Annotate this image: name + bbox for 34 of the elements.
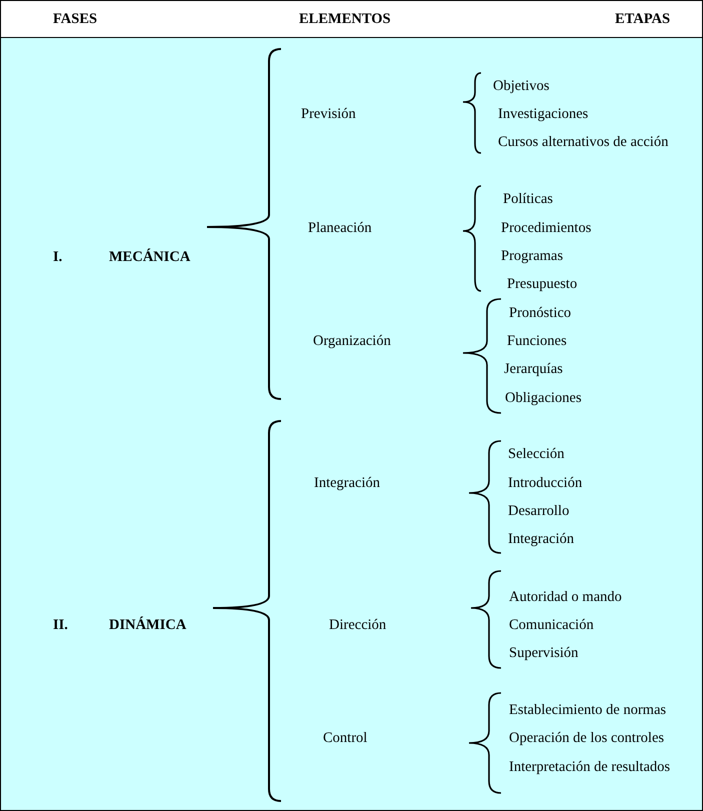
stage-item: Interpretación de resultados — [509, 758, 670, 776]
stage-item: Funciones — [507, 332, 567, 350]
phase-name: MECÁNICA — [109, 248, 190, 266]
stage-item: Selección — [508, 445, 564, 463]
stage-item: Comunicación — [509, 616, 594, 634]
element-name: Planeación — [308, 219, 372, 237]
stage-item: Integración — [508, 530, 574, 548]
stage-item: Investigaciones — [498, 105, 588, 123]
stage-item: Operación de los controles — [509, 729, 664, 747]
stage-item: Introducción — [508, 474, 582, 492]
element-name: Previsión — [301, 105, 356, 123]
column-header: FASES — [53, 10, 98, 28]
stage-item: Pronóstico — [509, 304, 572, 322]
column-header: ETAPAS — [615, 10, 670, 28]
stage-item: Objetivos — [493, 77, 550, 95]
element-name: Dirección — [329, 616, 386, 634]
stage-item: Jerarquías — [504, 360, 563, 378]
element-name: Control — [323, 729, 368, 747]
stage-item: Políticas — [503, 190, 553, 208]
element-name: Integración — [314, 474, 380, 492]
stage-item: Establecimiento de normas — [509, 701, 666, 719]
stage-item: Presupuesto — [507, 275, 578, 293]
stage-item: Cursos alternativos de acción — [498, 133, 668, 151]
phase-name: DINÁMICA — [109, 616, 186, 634]
stage-item: Programas — [501, 247, 564, 265]
stage-item: Desarrollo — [508, 502, 570, 520]
stage-item: Autoridad o mando — [509, 588, 622, 606]
column-header: ELEMENTOS — [299, 10, 391, 28]
stage-item: Obligaciones — [505, 389, 582, 407]
element-name: Organización — [313, 332, 391, 350]
stage-item: Procedimientos — [501, 219, 592, 237]
stage-item: Supervisión — [509, 644, 578, 662]
phase-number: I. — [53, 248, 62, 266]
phase-number: II. — [53, 616, 68, 634]
